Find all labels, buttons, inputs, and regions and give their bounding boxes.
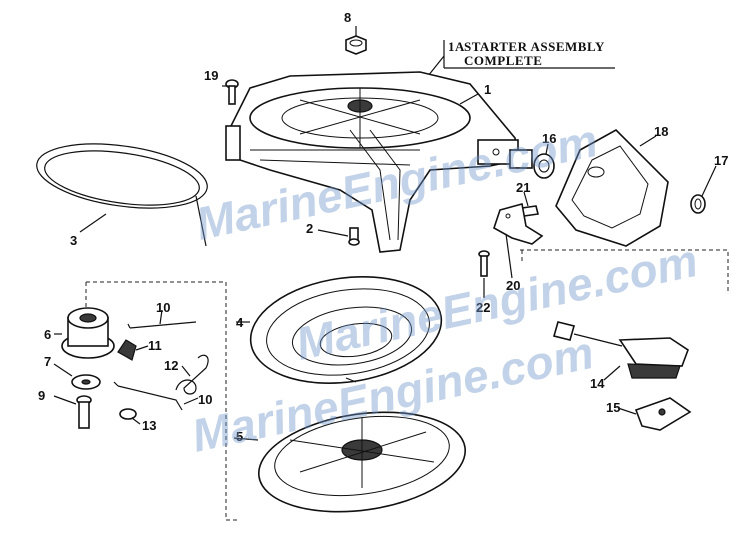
handle-guide [555,129,669,247]
callouts: 1 2 3 4 5 6 7 8 9 10 11 12 13 14 15 16 1… [38,10,728,444]
callout-8: 8 [344,10,351,25]
callout-6: 6 [44,327,51,342]
callout-21: 21 [516,180,530,195]
callout-10-lower: 10 [198,392,212,407]
callout-1: 1 [484,82,491,97]
screw-19 [225,79,239,105]
callout-13: 13 [142,418,156,433]
title-line-1: STARTER ASSEMBLY [464,39,605,54]
callout-22: 22 [476,300,490,315]
callout-15: 15 [606,400,620,415]
pawl-11 [117,339,137,361]
callout-10-upper: 10 [156,300,170,315]
callout-2: 2 [306,221,313,236]
callout-17: 17 [714,153,728,168]
link-10-upper [127,321,197,329]
callout-5: 5 [236,429,243,444]
handle-14 [553,321,689,379]
spring-12 [175,354,209,395]
screw-22 [478,250,490,277]
title-block: 1A STARTER ASSEMBLY COMPLETE [427,39,615,77]
insert-15 [634,397,692,431]
callout-18: 18 [654,124,668,139]
washer-7 [71,374,101,390]
recoil-spring [249,276,443,384]
pulley [257,411,467,513]
starter-housing [225,71,519,253]
callout-16: 16 [542,131,556,146]
callout-20: 20 [506,278,520,293]
ring-17 [690,194,706,214]
callout-12: 12 [164,358,178,373]
bolt-9 [76,395,92,429]
pin-2 [348,227,360,246]
callout-3: 3 [70,233,77,248]
hub [61,307,115,359]
clip-13 [119,408,137,420]
callout-19: 19 [204,68,218,83]
starter-rope [36,143,208,247]
callout-9: 9 [38,388,45,403]
nut [345,35,367,55]
title-ref: 1A [448,39,465,54]
callout-7: 7 [44,354,51,369]
callout-11: 11 [148,338,162,353]
leader-lines [53,26,717,441]
link-10-lower [113,381,183,411]
title-line-2: COMPLETE [464,53,542,68]
callout-14: 14 [590,376,605,391]
callout-4: 4 [236,315,244,330]
bushing-16 [509,149,555,179]
